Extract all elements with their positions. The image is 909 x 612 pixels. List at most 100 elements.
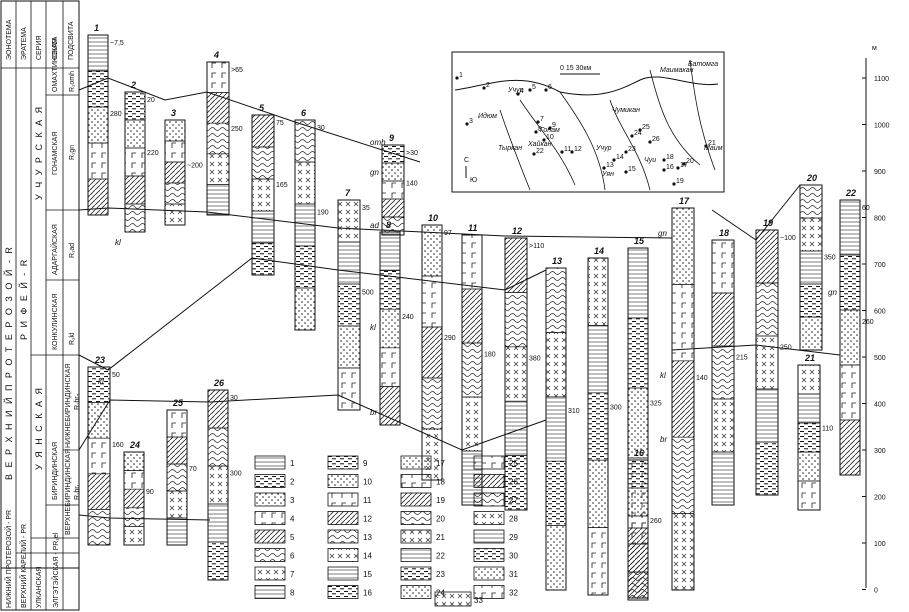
column-layer [207, 541, 229, 581]
column-layer [124, 147, 146, 177]
column-layer [839, 254, 861, 311]
column-number: 18 [719, 228, 729, 238]
legend-swatch [473, 566, 505, 581]
scale-tick-label: 0 [874, 588, 878, 595]
scale-tick-label: 200 [874, 495, 886, 502]
column-layer [207, 503, 229, 543]
column-outline [251, 114, 275, 276]
column-layer [755, 229, 779, 284]
column-layer [421, 326, 443, 379]
series-ulkan-label: УЛКАНСКАЯ [36, 567, 43, 608]
column-layer [294, 161, 316, 205]
column-thickness: 190 [317, 210, 329, 217]
map-river-label: Идюм [478, 112, 497, 120]
label-omh: omh [370, 138, 386, 147]
legend-swatch [254, 455, 286, 470]
column-outline [166, 409, 188, 546]
column-layer [545, 396, 567, 462]
legend-number: 8 [290, 589, 295, 598]
column-layer [627, 571, 649, 601]
suite-birindin-index-up: R₁br₂ [74, 393, 81, 410]
header-eratema: ЭРАТЕМА [21, 27, 28, 60]
column-layer [251, 178, 275, 212]
column-thickness: 260 [862, 319, 874, 326]
legend-swatch [254, 548, 286, 562]
legend-number: 14 [363, 552, 372, 561]
legend-number: 26 [509, 478, 518, 487]
column-layer [124, 175, 146, 205]
column-thickness: 300 [230, 471, 242, 478]
map-point-label: 15 [628, 166, 636, 173]
map-point-marker [676, 166, 680, 170]
map-point-marker [662, 168, 666, 172]
column-layer [251, 114, 275, 148]
scale-tick-label: 1100 [874, 76, 889, 83]
column-thickness: 350 [824, 254, 836, 261]
column-top-thickness: 50 [112, 372, 120, 379]
column-layer [461, 234, 483, 290]
column-layer [164, 182, 186, 205]
map-point-marker [624, 170, 628, 174]
column-layer [755, 335, 779, 390]
map-point-label: 14 [616, 154, 624, 161]
column-outline [755, 229, 779, 496]
legend-number: 12 [363, 515, 372, 524]
section-column-3: 3~200 [164, 108, 203, 226]
column-layer [421, 377, 443, 430]
legend-swatch [400, 529, 432, 544]
label-gn-2: gn [658, 229, 667, 238]
legend-number: 27 [509, 496, 518, 505]
map-river-label: Чуи [644, 157, 656, 164]
legend-swatch [327, 492, 359, 507]
column-thickness: 380 [529, 355, 541, 362]
column-layer [207, 465, 229, 505]
legend-number: 6 [290, 552, 295, 561]
column-top-thickness: 30 [230, 395, 238, 402]
column-number: 5 [259, 103, 265, 113]
map-point-label: 19 [676, 178, 684, 185]
map-point-label: 21 [708, 140, 716, 147]
column-number: 17 [679, 196, 690, 206]
map-point-label: 26 [652, 136, 660, 143]
column-layer [166, 517, 188, 546]
column-top-thickness: 20 [147, 97, 155, 104]
column-outline [627, 459, 649, 601]
column-layer [379, 231, 401, 271]
column-layer [587, 459, 609, 528]
suite-birindin-index-low: R₁br₁ [74, 483, 81, 500]
column-top-thickness: >110 [529, 243, 544, 250]
column-outline [421, 224, 443, 481]
map-scale-label: 0 15 30км [560, 65, 591, 72]
suite-omakhtin-index: R₁omh [69, 71, 76, 92]
column-layer [294, 245, 316, 289]
suite-labels: omh gn ad kl br kl kl gn kl br gn [98, 138, 837, 444]
map-point-marker [544, 88, 548, 92]
map-river-label: Уян [601, 171, 614, 178]
label-kl-3: kl [98, 377, 104, 386]
column-layer [461, 288, 483, 344]
column-layer [421, 275, 443, 328]
column-layer [251, 210, 275, 244]
column-layer [671, 207, 695, 285]
column-layer [799, 250, 823, 285]
map-river-label: Чумикан [612, 107, 640, 114]
column-layer [545, 267, 567, 333]
legend-swatch [254, 566, 286, 581]
column-layer [504, 346, 528, 402]
column-layer [587, 527, 609, 596]
legend-swatch [254, 585, 286, 599]
column-number: 7 [345, 188, 351, 198]
column-layer [545, 460, 567, 526]
column-number: 6 [301, 108, 307, 118]
label-kl-2: kl [115, 238, 121, 247]
column-layer [379, 270, 401, 310]
